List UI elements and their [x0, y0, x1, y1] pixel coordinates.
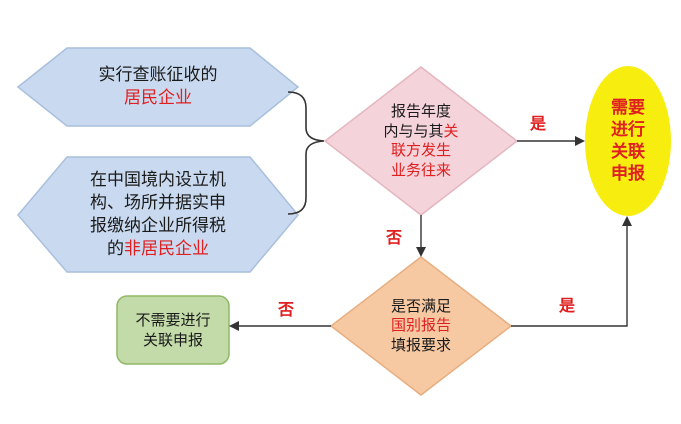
hex2-line1: 在中国境内设立机	[90, 170, 226, 191]
oval-line2: 进行	[611, 119, 645, 140]
edge-label-d1-yes: 是	[530, 114, 547, 133]
diamond2-line3: 填报要求	[390, 335, 451, 354]
hex2-text: 在中国境内设立机 构、场所并据实申 报缴纳企业所得税 的非居民企业	[55, 160, 261, 270]
diamond-country-report	[329, 256, 513, 396]
arrow-d2-yes	[511, 216, 632, 327]
edge-label-d2-yes: 是	[559, 296, 576, 315]
diamond1-line2: 内与与其关	[383, 122, 458, 142]
hex2-line4-prefix: 的	[107, 238, 124, 259]
hex2-line4-red: 非居民企业	[124, 238, 209, 259]
oval-text: 需要 进行 关联 申报	[596, 86, 660, 196]
hex1-line2: 居民企业	[124, 88, 192, 108]
hexagon-nonresident-enterprise	[17, 156, 299, 273]
hex1-text: 实行查账征收的 居民企业	[60, 56, 256, 118]
hexagon-resident-enterprise	[16, 47, 300, 127]
hex2-line3: 报缴纳企业所得税	[90, 216, 226, 236]
diamond1-line3: 联方发生	[390, 141, 451, 159]
hex1-line1: 实行查账征收的	[98, 65, 218, 86]
oval-line3: 关联	[611, 142, 645, 162]
diamond1-line1: 报告年度	[390, 102, 451, 120]
diamond2-text: 是否满足 国别报告 填报要求	[372, 290, 470, 362]
edge-label-d1-no: 否	[386, 228, 403, 247]
oval-need-related-declaration	[585, 66, 671, 216]
hex2-line4: 的非居民企业	[107, 238, 209, 261]
nobox-line1: 不需要进行	[135, 310, 211, 329]
nobox-text: 不需要进行 关联申报	[117, 296, 229, 364]
hex2-line2: 构、场所并据实申	[90, 193, 226, 214]
bracket-connector	[287, 91, 325, 215]
edge-label-d2-no: 否	[278, 300, 295, 319]
diamond1-line2-prefix: 内与与其	[383, 121, 444, 140]
diamond2-line1: 是否满足	[390, 296, 451, 315]
nobox-line2: 关联申报	[142, 331, 203, 349]
diamond1-line2-red: 关	[443, 121, 459, 140]
diamond2-line2: 国别报告	[390, 316, 451, 335]
diamond1-text: 报告年度 内与与其关 联方发生 业务往来	[370, 96, 472, 186]
diamond1-line4: 业务往来	[390, 160, 451, 179]
oval-line1: 需要	[611, 97, 645, 118]
oval-line4: 申报	[611, 164, 645, 185]
